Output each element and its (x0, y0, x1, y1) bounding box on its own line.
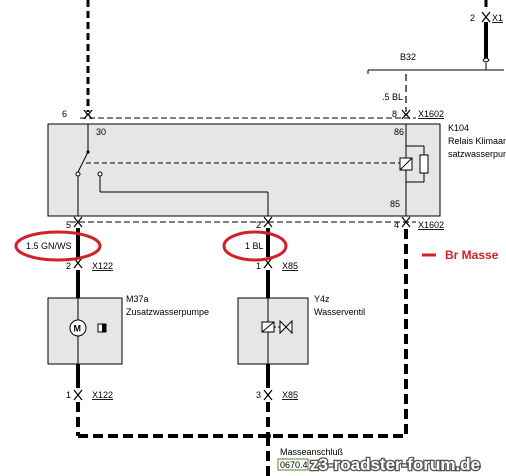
highlight-ellipse-left (14, 230, 102, 262)
relay-k104-box (47, 123, 441, 217)
wire-spec-05bl: .5 BL (382, 92, 403, 102)
relay-id-label: K104 (448, 123, 469, 133)
relay-desc-line1: Relais Klimaan (448, 136, 506, 146)
motor-symbol: M (74, 324, 82, 334)
pump-id-label: M37a (126, 294, 149, 304)
relay-pin5-label: 5 (66, 220, 71, 230)
x122-bottom-label: X122 (92, 390, 113, 400)
x1-wire (481, 0, 491, 63)
relay-pin8-label: 8 (392, 109, 397, 119)
wire-valve-ground (263, 364, 273, 436)
ground-label: Masseanschluß (280, 447, 344, 457)
ground-note: Br Masse (445, 248, 499, 262)
x85-top-label: X85 (282, 261, 298, 271)
motor-icon (69, 298, 107, 364)
relay-pin85-label: 85 (390, 199, 400, 209)
x85-bottom-label: X85 (282, 390, 298, 400)
relay-pin86-label: 86 (394, 127, 404, 137)
relay-coil (399, 124, 429, 216)
wire-spec-mid: 1 BL (245, 241, 264, 251)
valve-pin1-label: 1 (256, 261, 261, 271)
b32-harness-bracket (367, 63, 504, 74)
highlight-ellipse-mid (222, 230, 288, 262)
relay-pin4-label: 4 (394, 220, 399, 230)
relay-pin30-label: 30 (96, 127, 106, 137)
watermark: z3-roadster-forum.de (310, 455, 480, 474)
x1-pin-label: 2 (470, 13, 475, 23)
pump-pin1-label: 1 (66, 390, 71, 400)
valve-pin3-label: 3 (256, 390, 261, 400)
relay-desc-line2: satzwasserpun (448, 149, 506, 159)
x1-connector-label: X1 (492, 13, 503, 23)
valve-id-label: Y4z (314, 294, 330, 304)
supply-wire-right (401, 74, 411, 120)
relay-switch-contact (75, 124, 400, 216)
ground-code-box (277, 458, 309, 471)
wire-pump-ground (73, 364, 83, 436)
relay-pin6-label: 6 (62, 109, 67, 119)
pump-pin2-label: 2 (66, 261, 71, 271)
wire-relay-ground (401, 216, 411, 436)
x1602-bottom-label: X1602 (418, 220, 444, 230)
x1602-top-label: X1602 (418, 109, 444, 119)
ground-code: 0670.4 (280, 460, 308, 470)
pump-name-label: Zusatzwasserpumpe (126, 307, 209, 317)
wire-spec-left: 1.5 GN/WS (26, 241, 72, 251)
solenoid-valve-icon (261, 298, 293, 364)
x122-top-label: X122 (92, 261, 113, 271)
valve-name-label: Wasserventil (314, 307, 365, 317)
supply-wire-left (83, 0, 93, 120)
ground-connection (265, 433, 271, 476)
b32-label: B32 (400, 52, 416, 62)
relay-pin2-label: 2 (256, 220, 261, 230)
